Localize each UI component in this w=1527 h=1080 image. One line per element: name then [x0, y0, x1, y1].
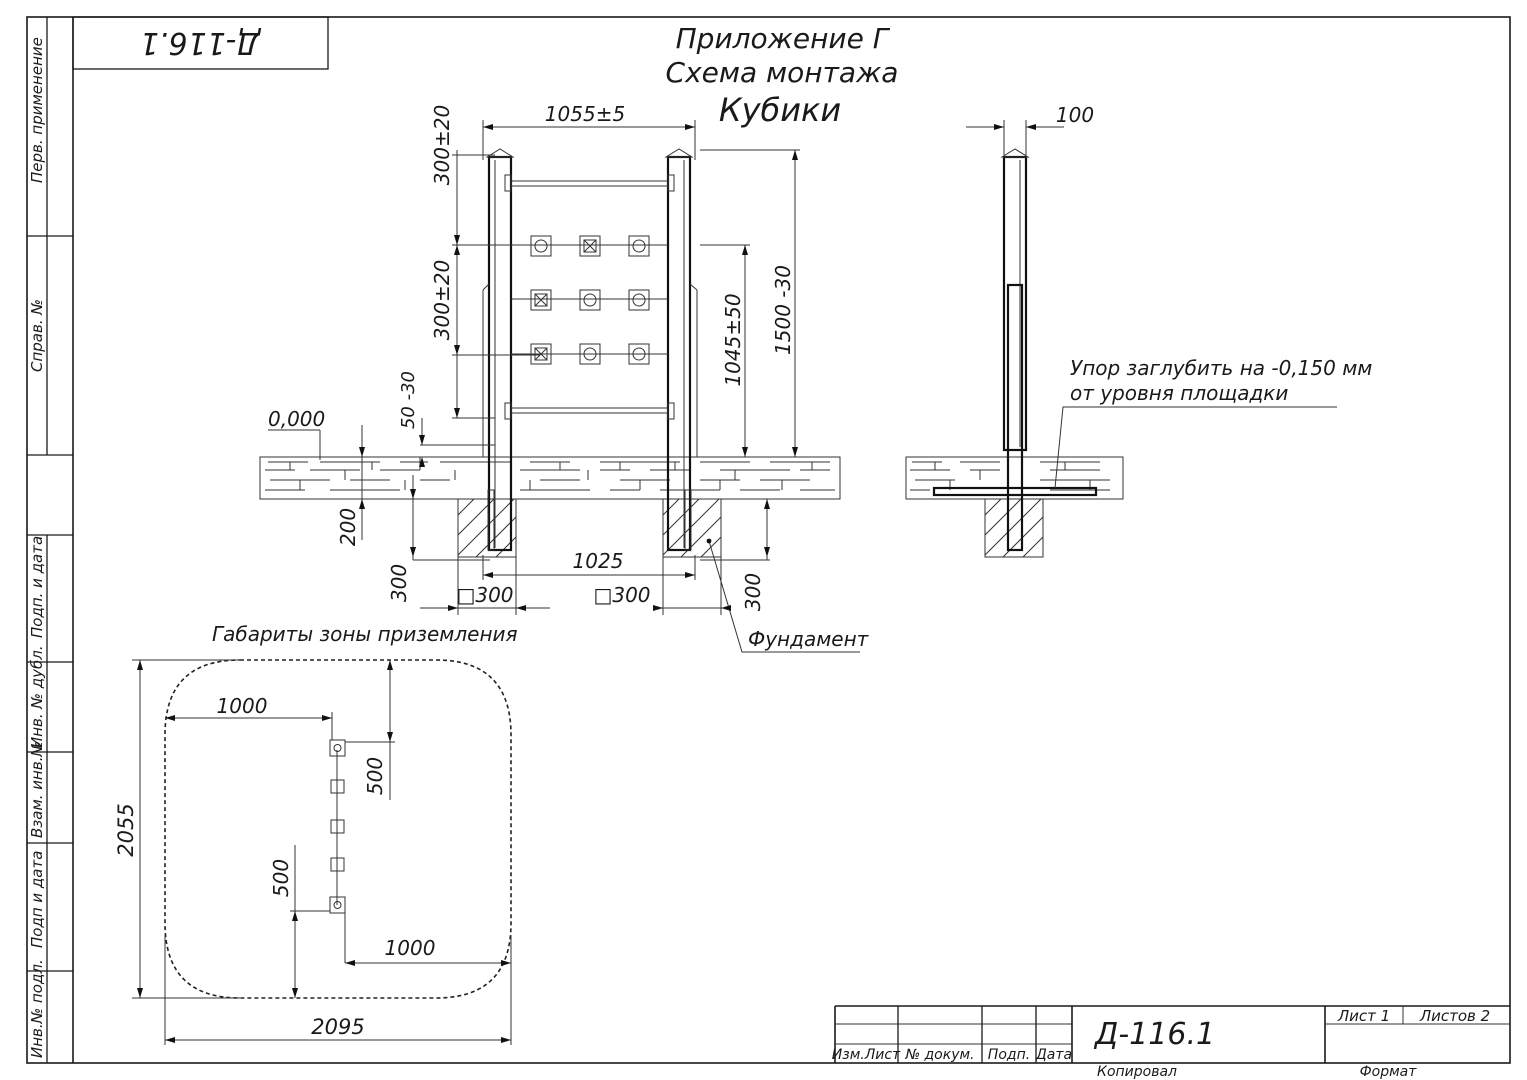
tb-listov: Листов 2	[1419, 1007, 1490, 1025]
landing-zone-plan: Габариты зоны приземления	[114, 622, 518, 1045]
top-stamp: Д-116.1	[72, 16, 329, 70]
cube	[579, 343, 601, 365]
side-ground-hatch	[910, 461, 1110, 491]
dim-depth-300-left: 300	[387, 564, 411, 602]
foundation-right	[662, 498, 722, 558]
tb-data: Дата	[1035, 1047, 1072, 1063]
right-post-cap	[664, 148, 694, 158]
label-podp-i-data-1: Подп. и дата	[28, 536, 46, 638]
tb-format: Формат	[1360, 1064, 1418, 1080]
ground-hatch	[265, 461, 835, 491]
side-post-lower	[1006, 283, 1024, 552]
dim-tol-bottom: 50 -30	[398, 371, 419, 429]
dim-fnd-left: □300	[456, 583, 513, 607]
dim-fnd-right: □300	[593, 583, 650, 607]
foundation-leader-dot	[706, 538, 712, 544]
dim-1000-bottom: 1000	[385, 936, 436, 960]
dim-1000-top: 1000	[217, 694, 268, 718]
front-view: 1055±5 300±20 300±20 50 -30 1045±50 1500…	[259, 102, 870, 653]
cube	[628, 343, 650, 365]
front-arrowheads	[359, 124, 798, 611]
left-post-cap	[485, 148, 515, 158]
title-block: Изм.Лист № докум. Подп. Дата Д-116.1 Лис…	[832, 1005, 1510, 1080]
cube	[579, 289, 601, 311]
plan-post-top	[329, 739, 346, 757]
level-mark: 0,000	[268, 407, 325, 431]
title-line3: Кубики	[719, 91, 841, 129]
dim-pitch-top: 300±20	[430, 105, 454, 185]
sheet-title: Приложение Г Схема монтажа Кубики	[666, 22, 899, 129]
dim-depth-300-right: 300	[741, 573, 765, 611]
cube	[530, 343, 552, 365]
label-vzam-inv-no: Взам. инв.№	[28, 741, 46, 838]
right-post	[666, 155, 692, 552]
tb-no-dokum: № докум.	[904, 1047, 974, 1063]
tb-podp: Подп.	[988, 1047, 1030, 1063]
plan-cube	[330, 779, 345, 794]
dim-width-top: 1055±5	[545, 102, 625, 126]
dim-pitch-mid: 300±20	[430, 260, 454, 340]
dim-depth-200: 200	[336, 508, 360, 546]
left-post	[487, 155, 513, 552]
label-inv-no-podl: Инв.№ подл.	[28, 959, 46, 1058]
dim-height-grips: 1045±50	[721, 293, 745, 386]
sheet-frame	[26, 16, 1511, 1064]
plan-cube	[330, 857, 345, 872]
landing-zone-title: Габариты зоны приземления	[212, 622, 518, 646]
landing-zone-outline	[164, 659, 512, 999]
tb-list: Лист 1	[1337, 1007, 1390, 1025]
cube	[579, 235, 601, 257]
side-view: 100 Упор заглубить на -0,150 мм от уровн…	[905, 103, 1372, 558]
title-line1: Приложение Г	[676, 22, 891, 55]
dim-height-2055: 2055	[114, 803, 138, 856]
cube	[530, 235, 552, 257]
ground-band	[259, 456, 841, 500]
label-inv-no-dubl: Инв. № дубл.	[28, 645, 46, 748]
dim-width-2095: 2095	[311, 1015, 364, 1039]
plan-cube	[330, 819, 345, 834]
label-perv-primenenie: Перв. применение	[28, 37, 46, 183]
side-note-line1: Упор заглубить на -0,150 мм	[1070, 356, 1372, 380]
side-ground-band	[905, 456, 1124, 500]
side-strip-labels: Перв. применение Справ. № Подп. и дата И…	[28, 37, 46, 1058]
dim-width-100: 100	[1056, 103, 1094, 127]
foundation-label: Фундамент	[748, 627, 870, 651]
dim-500-left: 500	[269, 859, 293, 897]
tb-kopiroval: Копировал	[1097, 1064, 1177, 1080]
foundation-left	[457, 498, 517, 558]
tb-code: Д-116.1	[1093, 1017, 1215, 1052]
dim-height-total: 1500 -30	[771, 265, 795, 355]
side-note-line2: от уровня площадки	[1070, 381, 1288, 405]
cube	[530, 289, 552, 311]
dim-span-1025: 1025	[573, 549, 624, 573]
front-dimension-lines	[268, 120, 860, 653]
side-support	[932, 486, 1098, 497]
side-foundation	[984, 498, 1044, 558]
tb-izm-list: Изм.Лист	[832, 1047, 901, 1063]
crossbars	[504, 174, 675, 420]
dim-500-right: 500	[363, 757, 387, 795]
title-line2: Схема монтажа	[666, 56, 899, 89]
cube	[628, 289, 650, 311]
label-sprav-no: Справ. №	[28, 299, 46, 372]
plan-post-bottom	[329, 896, 346, 914]
label-podp-i-data-2: Подп и дата	[28, 851, 46, 948]
cube	[628, 235, 650, 257]
stamp-top-code: Д-116.1	[140, 25, 262, 60]
